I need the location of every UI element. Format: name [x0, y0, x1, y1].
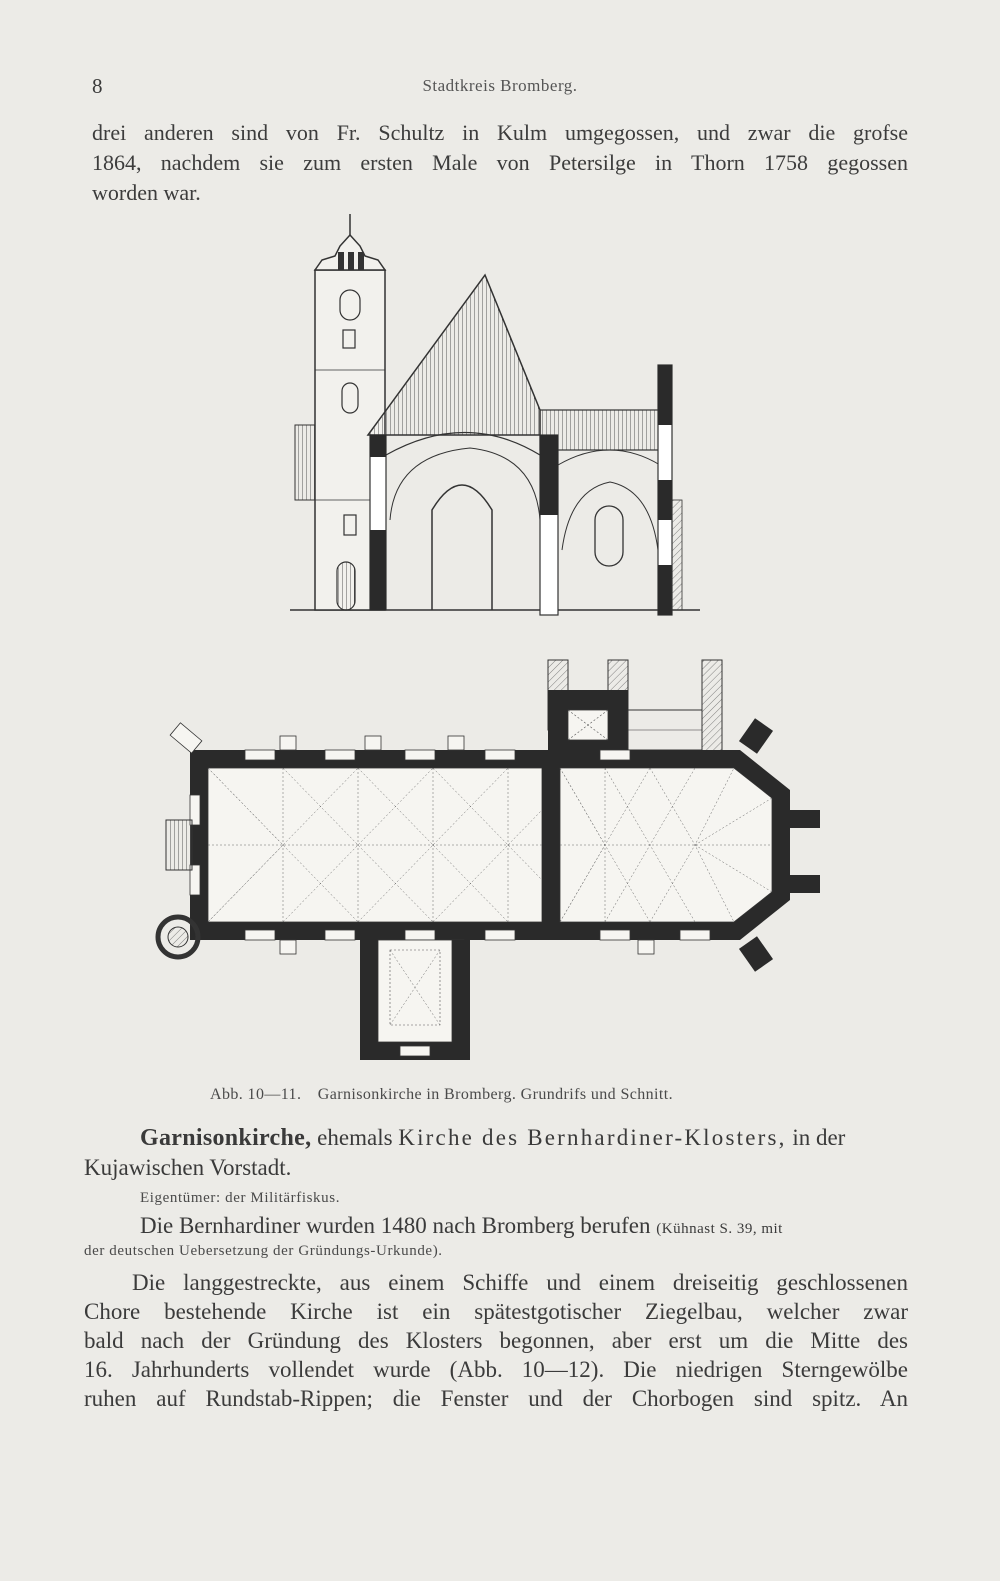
- paragraph-line: worden war.: [92, 180, 201, 205]
- church-figure: [150, 210, 840, 1090]
- section-drawing: [290, 214, 700, 616]
- nave-roof: [366, 273, 541, 436]
- paragraph-line: ruhen auf Rundstab-Rippen; die Fenster u…: [84, 1386, 908, 1411]
- paragraph-2: Die langgestreckte, aus einem Schiffe un…: [84, 1268, 908, 1413]
- p1-main-text: Die Bernhardiner wurden 1480 nach Brombe…: [140, 1213, 651, 1238]
- top-paragraph: drei anderen sind von Fr. Schultz in Kul…: [92, 118, 908, 208]
- paragraph-line: 16. Jahrhunderts vollendet wurde (Abb. 1…: [84, 1357, 908, 1382]
- paragraph-1-line-1: Die Bernhardiner wurden 1480 nach Brombe…: [140, 1213, 783, 1239]
- paragraph-line: bald nach der Gründung des Klosters bego…: [84, 1328, 908, 1353]
- entry-subtitle-post: in der: [792, 1125, 846, 1150]
- paragraph-line: drei anderen sind von Fr. Schultz in Kul…: [92, 120, 908, 145]
- entry-subtitle-spaced: Kirche des Bernhardiner-Klosters,: [398, 1125, 787, 1150]
- page-number: 8: [92, 74, 103, 98]
- figure-label: Abb. 10—11.: [210, 1086, 302, 1103]
- paragraph-1-line-2: der deutschen Uebersetzung der Gründungs…: [84, 1243, 443, 1259]
- figure-caption-text: Garnisonkirche in Bromberg. Grundrifs un…: [317, 1086, 673, 1103]
- paragraph-line: Chore bestehende Kirche ist ein spätestg…: [84, 1299, 908, 1324]
- entry-subtitle-pre: ehemals: [317, 1125, 393, 1150]
- page-header: 8 Stadtkreis Bromberg.: [92, 74, 908, 104]
- figure-caption: Abb. 10—11. Garnisonkirche in Bromberg. …: [210, 1086, 810, 1104]
- entry-heading: Garnisonkirche, ehemals Kirche des Bernh…: [140, 1125, 908, 1152]
- paragraph-line: 1864, nachdem sie zum ersten Male von Pe…: [92, 150, 908, 175]
- floor-plan: [155, 659, 820, 1060]
- p1-reference: (Kühnast S. 39, mit: [656, 1221, 783, 1237]
- entry-title: Garnisonkirche,: [140, 1125, 312, 1151]
- running-head: Stadtkreis Bromberg.: [422, 76, 578, 95]
- entry-subtitle-line2: Kujawischen Vorstadt.: [84, 1155, 292, 1180]
- paragraph-line: Die langgestreckte, aus einem Schiffe un…: [132, 1270, 908, 1295]
- owner-line: Eigentümer: der Militärfiskus.: [140, 1190, 341, 1206]
